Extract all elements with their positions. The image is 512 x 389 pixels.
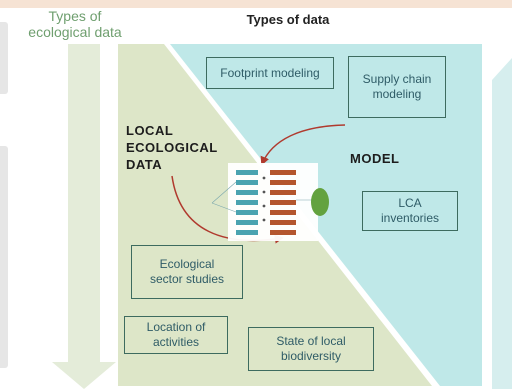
local-label-line3: DATA [126,157,163,172]
left-header-line1: Types of [48,8,102,24]
ecological-sector-studies-box: Ecological sector studies [131,245,243,299]
sector-line1: Ecological [159,257,215,271]
left-header-line2: ecological data [28,24,122,40]
supply-chain-modeling-box: Supply chain modeling [348,56,446,118]
center-header: Types of data [246,12,330,27]
local-label-line1: LOCAL [126,123,174,138]
local-ecological-data-label: LOCAL ECOLOGICAL DATA [126,122,218,173]
left-down-arrow [52,44,116,389]
local-label-line2: ECOLOGICAL [126,140,218,155]
lca-line2: inventories [380,211,440,225]
footprint-modeling-label: Footprint modeling [220,65,320,80]
supply-chain-line2: modeling [372,87,422,101]
model-region [166,44,482,386]
location-line2: activities [152,335,199,349]
supply-chain-line1: Supply chain [362,72,432,86]
biodiversity-line2: biodiversity [280,349,342,363]
location-of-activities-box: Location of activities [124,316,228,354]
central-figure-thumbnail [211,163,329,241]
state-of-local-biodiversity-box: State of local biodiversity [248,327,374,371]
right-up-arrow [492,58,512,389]
left-panel-tab-upper [0,22,8,94]
arrow-model-to-figure [260,124,346,166]
left-header: Types of ecological data [14,8,136,40]
sector-line2: sector studies [149,272,225,286]
location-line1: Location of [146,320,206,334]
left-panel-tab-lower [0,146,8,368]
lca-inventories-box: LCA inventories [362,191,458,231]
lca-line1: LCA [398,196,422,210]
top-strip [0,0,512,8]
model-label: MODEL [350,151,400,166]
biodiversity-line1: State of local [276,334,346,348]
footprint-modeling-box: Footprint modeling [206,57,334,89]
